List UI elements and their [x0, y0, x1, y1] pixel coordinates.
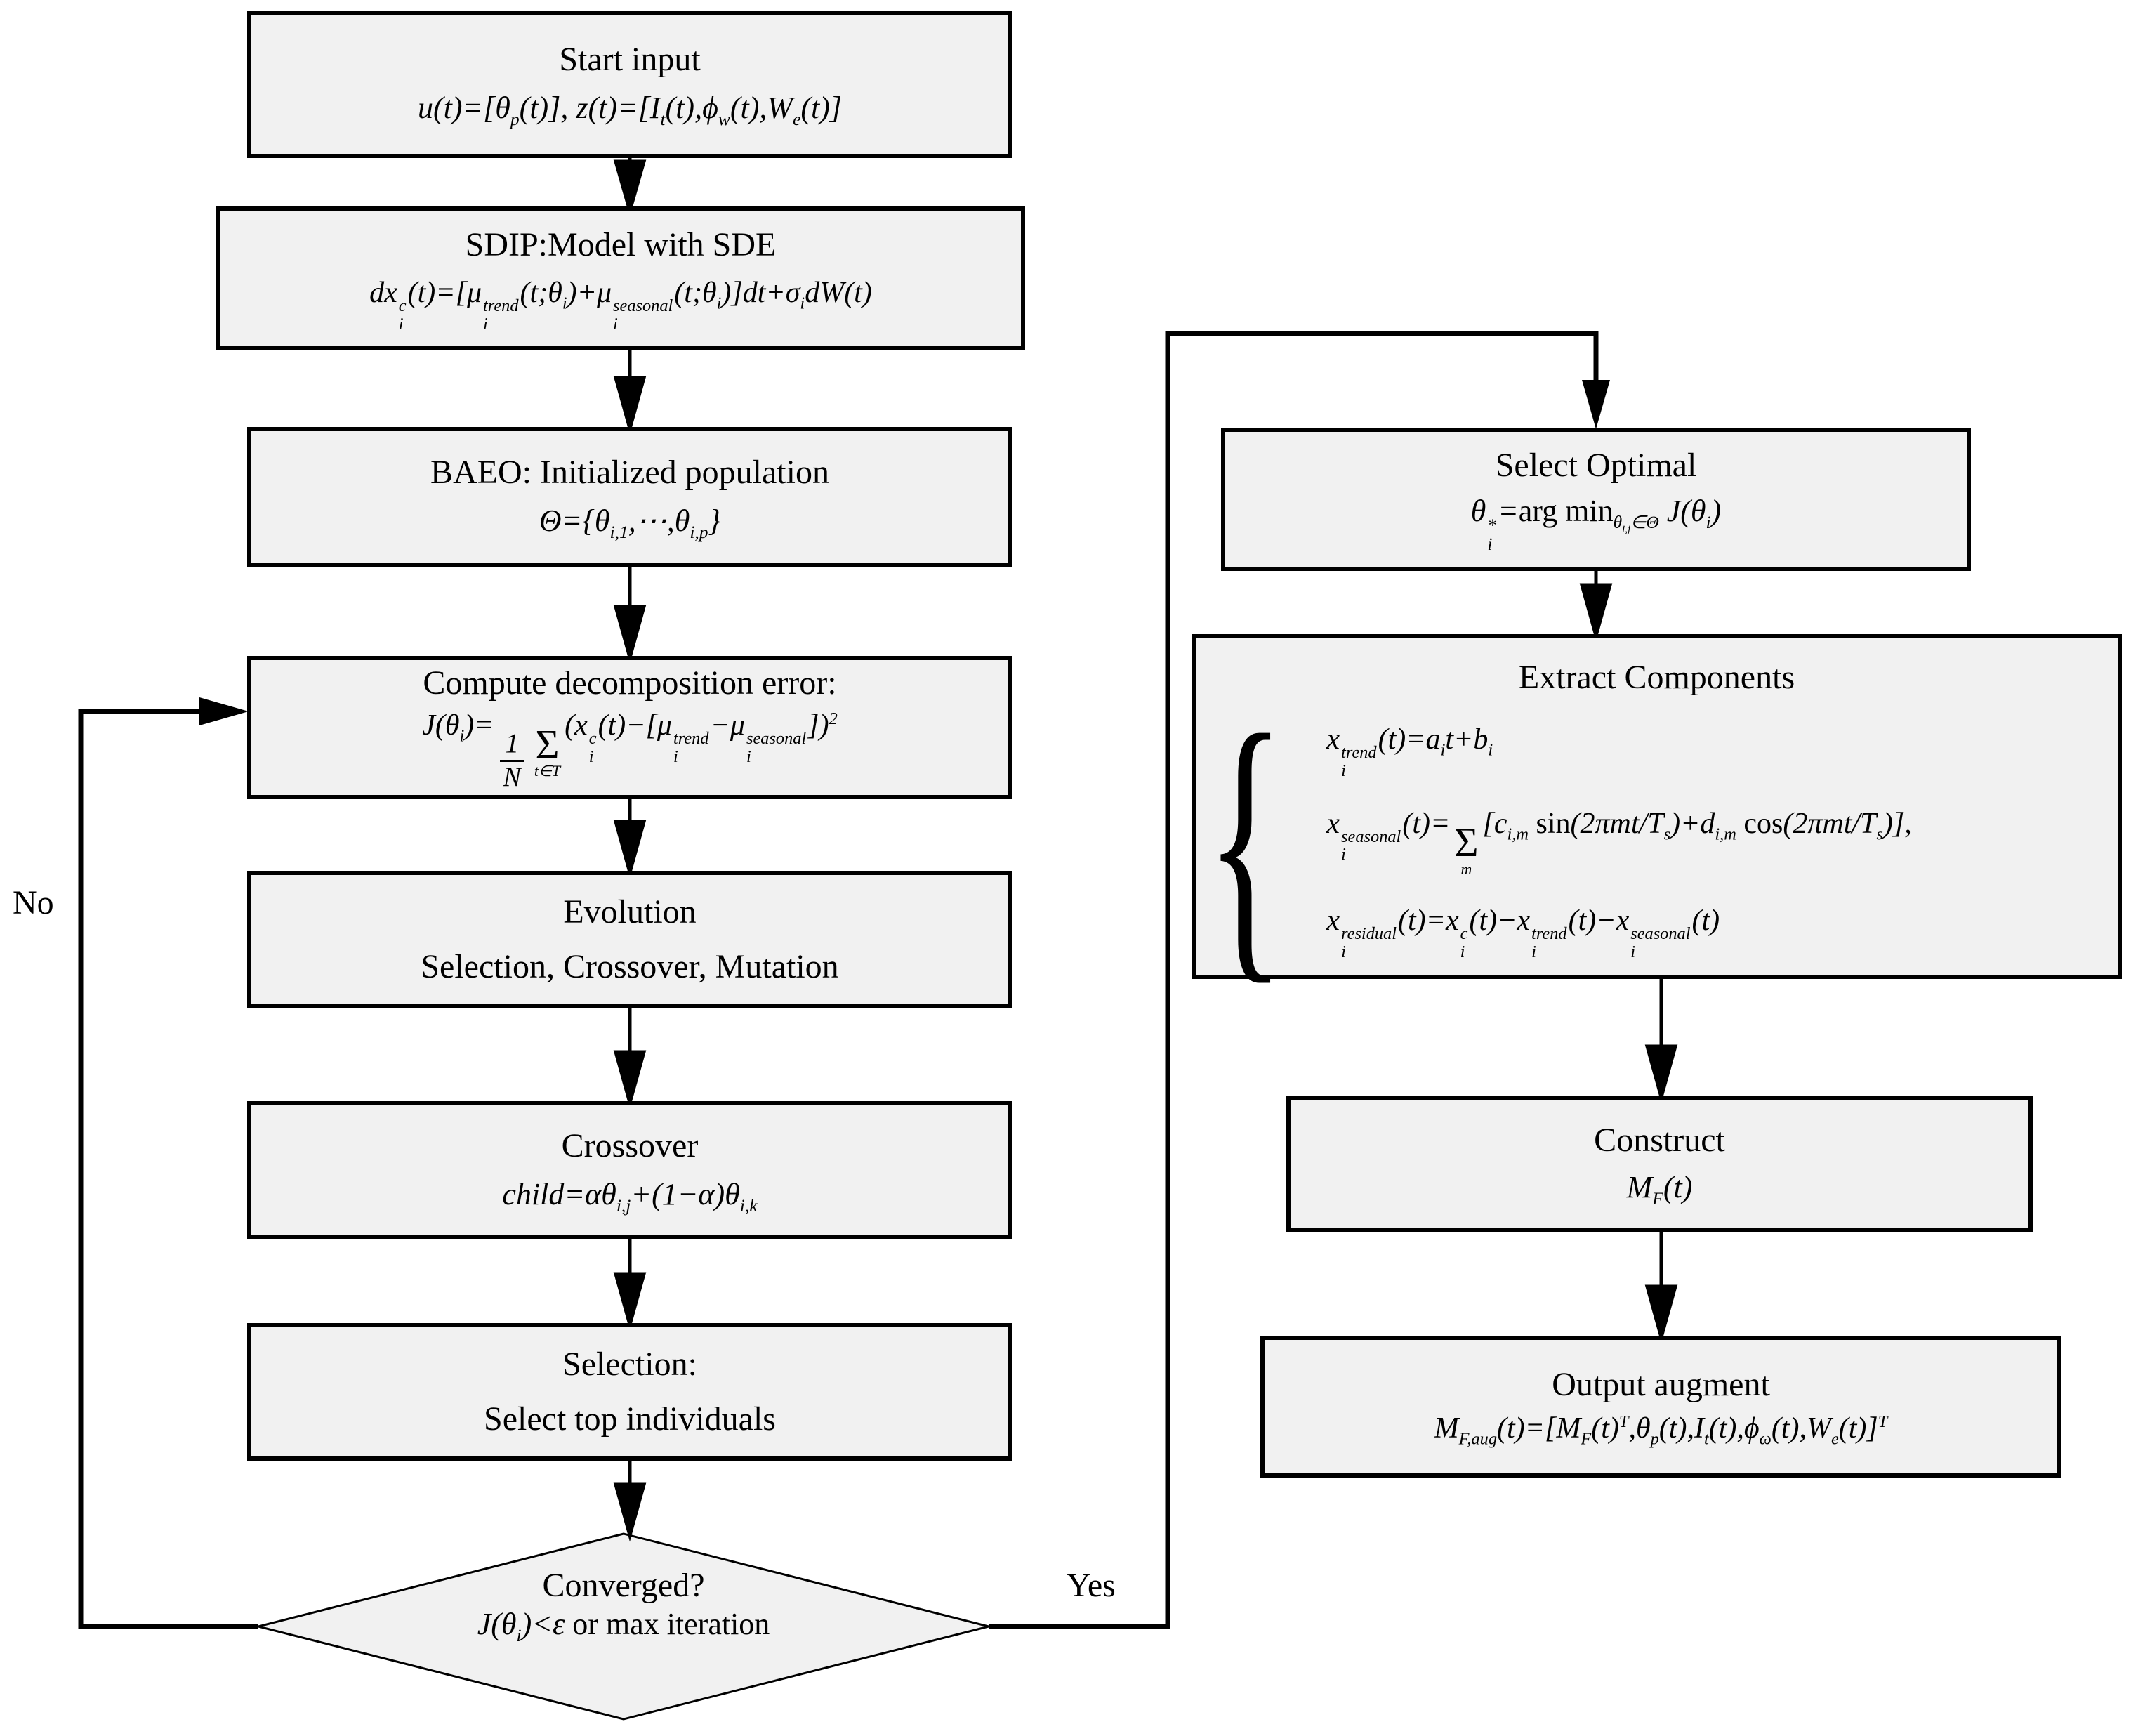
- edge-label-no: No: [13, 884, 54, 921]
- evolution-subtitle: Selection, Crossover, Mutation: [421, 947, 839, 985]
- start-input-title: Start input: [559, 41, 701, 79]
- edge-label-yes: Yes: [1067, 1567, 1116, 1604]
- output-augment-title: Output augment: [1552, 1366, 1770, 1404]
- crossover-formula: child=αθi,j+(1−α)θi,k: [502, 1176, 758, 1216]
- node-construct: Construct MF(t): [1286, 1096, 2033, 1232]
- arrowhead-selection-to-converged: [613, 1482, 647, 1542]
- node-crossover: Crossover child=αθi,j+(1−α)θi,k: [247, 1101, 1012, 1239]
- evolution-title: Evolution: [563, 893, 697, 931]
- node-select-optimal: Select Optimal θ*i=arg minθi,j∈Θ J(θi): [1221, 428, 1971, 571]
- crossover-title: Crossover: [561, 1126, 699, 1164]
- select-optimal-title: Select Optimal: [1495, 447, 1697, 485]
- sdip-title: SDIP:Model with SDE: [465, 225, 777, 263]
- arrowhead-crossover-to-selection: [613, 1272, 647, 1331]
- extract-title: Extract Components: [1518, 659, 1795, 696]
- node-selection: Selection: Select top individuals: [247, 1323, 1012, 1461]
- yes-loop-line: [989, 331, 1599, 1629]
- baeo-title: BAEO: Initialized population: [430, 453, 829, 491]
- construct-title: Construct: [1594, 1121, 1725, 1159]
- node-output-augment: Output augment MF,aug(t)=[MF(t)T,θp(t),I…: [1260, 1336, 2061, 1478]
- arrowhead-selectoptimal-to-extract: [1579, 583, 1613, 643]
- error-title: Compute decomposition error:: [423, 664, 837, 702]
- no-loop-line: [78, 709, 258, 1629]
- right-column-arrows: [1579, 571, 1678, 1344]
- node-evolution: Evolution Selection, Crossover, Mutation: [247, 871, 1012, 1008]
- arrowhead-baeo-to-error: [613, 605, 647, 664]
- construct-formula: MF(t): [1626, 1169, 1693, 1209]
- selection-title: Selection:: [562, 1346, 697, 1383]
- converged-formula: J(θi)<ε or max iteration: [477, 1607, 770, 1645]
- left-column-arrows: [613, 158, 647, 1542]
- start-input-formula: u(t)=[θp(t)], z(t)=[It(t),ϕw(t),We(t)]: [417, 91, 843, 130]
- arrowhead-extract-to-construct: [1644, 1044, 1678, 1104]
- node-converged-decision: Converged? J(θi)<ε or max iteration: [378, 1565, 869, 1645]
- node-baeo-population: BAEO: Initialized population Θ={θi,1,⋯,θ…: [247, 427, 1012, 567]
- arrowhead-start-to-sdip: [613, 159, 647, 218]
- converged-title: Converged?: [542, 1567, 705, 1604]
- baeo-formula: Θ={θi,1,⋯,θi,p}: [539, 503, 721, 542]
- arrowhead-error-to-evolution: [613, 820, 647, 879]
- arrowhead-construct-to-output: [1644, 1284, 1678, 1344]
- arrowhead-evolution-to-crossover: [613, 1050, 647, 1110]
- left-brace-glyph: {: [1206, 674, 1286, 1009]
- selection-subtitle: Select top individuals: [484, 1400, 776, 1438]
- no-loop-arrowhead: [199, 697, 249, 725]
- arrowhead-sdip-to-baeo: [613, 376, 647, 435]
- decision-diamond: [258, 1532, 989, 1721]
- node-start-input: Start input u(t)=[θp(t)], z(t)=[It(t),ϕw…: [247, 11, 1012, 158]
- select-optimal-formula: θ*i=arg minθi,j∈Θ J(θi): [1470, 494, 1722, 555]
- yes-loop-arrowhead: [1582, 380, 1610, 429]
- output-augment-formula: MF,aug(t)=[MF(t)T,θp(t),It(t),ϕω(t),We(t…: [1434, 1412, 1888, 1449]
